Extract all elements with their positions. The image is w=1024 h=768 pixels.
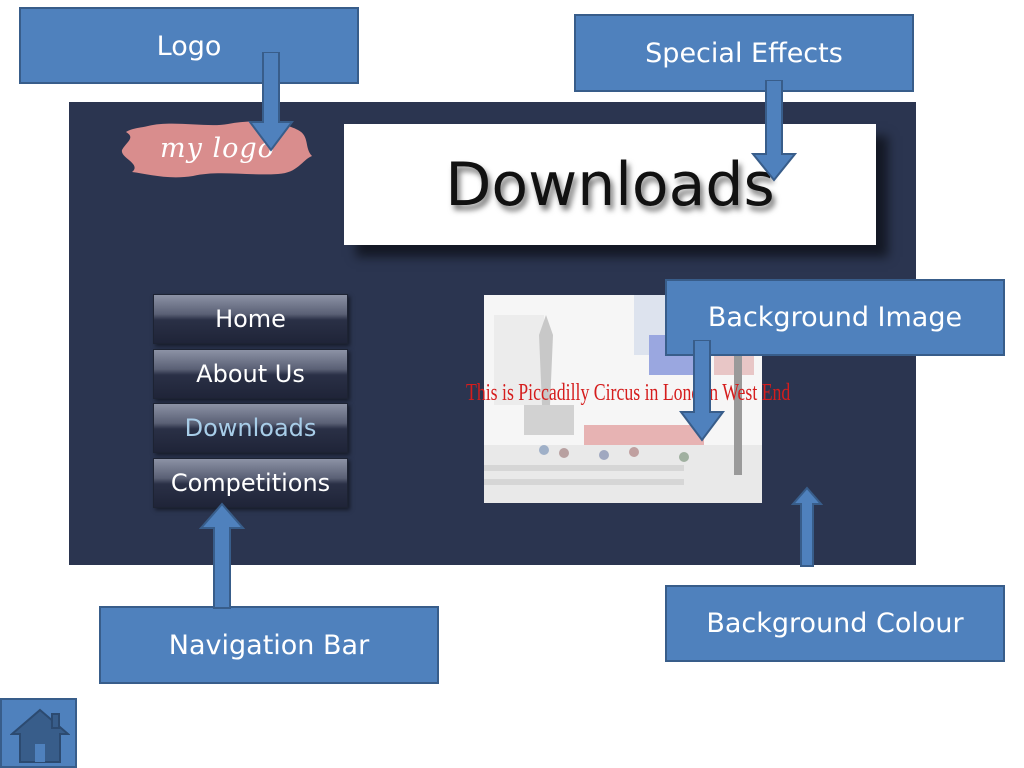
background-image-arrow <box>679 340 725 442</box>
title-banner: Downloads <box>344 124 876 245</box>
special-effects-arrow <box>751 80 797 182</box>
background-colour-label: Background Colour <box>706 608 964 639</box>
nav-button-competitions[interactable]: Competitions <box>153 458 348 508</box>
home-icon <box>10 708 70 763</box>
background-image-photo <box>484 295 762 503</box>
home-button[interactable] <box>0 698 77 768</box>
logo-arrow <box>248 52 294 152</box>
page-title: Downloads <box>445 149 775 220</box>
background-image-label-box: Background Image <box>665 279 1005 356</box>
logo-label: Logo <box>156 31 222 62</box>
photo-caption: This is Piccadilly Circus in London West… <box>466 380 791 406</box>
background-colour-label-box: Background Colour <box>665 585 1005 662</box>
special-effects-label: Special Effects <box>645 37 843 69</box>
logo-label-box: Logo <box>19 7 359 84</box>
logo-text: my logo <box>160 133 275 164</box>
nav-button-downloads[interactable]: Downloads <box>153 403 348 453</box>
nav-button-about-us[interactable]: About Us <box>153 349 348 399</box>
navigation-bar-label-box: Navigation Bar <box>99 606 439 684</box>
navigation-bar-label: Navigation Bar <box>168 629 370 661</box>
background-colour-arrow <box>791 486 823 567</box>
navigation-bar-arrow <box>199 502 245 609</box>
background-image-label: Background Image <box>707 302 963 333</box>
special-effects-label-box: Special Effects <box>574 14 914 92</box>
nav-button-home[interactable]: Home <box>153 294 348 344</box>
